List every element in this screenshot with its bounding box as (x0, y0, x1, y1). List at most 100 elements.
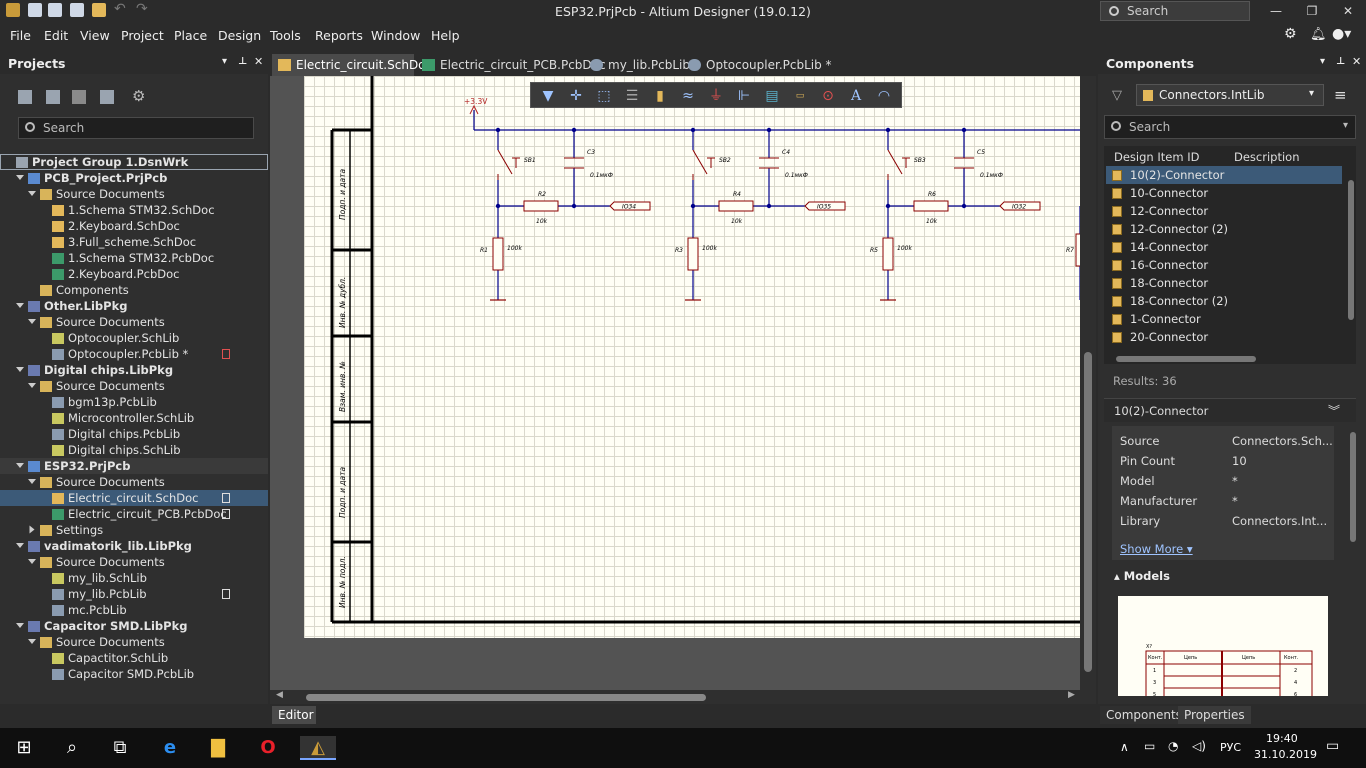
tree-item[interactable]: Source Documents (0, 474, 268, 490)
component-list-item[interactable]: 18-Connector (2) (1106, 292, 1342, 310)
pushbutton-sb3[interactable]: SB3 (887, 149, 926, 180)
collapse-arrow-icon[interactable] (16, 303, 24, 308)
tree-item[interactable]: 1.Schema STM32.SchDoc (0, 202, 268, 218)
collapse-arrow-icon[interactable] (28, 191, 36, 196)
place-port-icon[interactable]: ▭ (795, 91, 805, 101)
column-header-design-item-id[interactable]: Design Item ID (1114, 150, 1200, 164)
tab-electric-circuit-schdoc[interactable]: Electric_circuit.SchDoc (272, 54, 432, 76)
tree-item[interactable]: 1.Schema STM32.PcbDoc (0, 250, 268, 266)
place-harness-icon[interactable]: ⊩ (737, 88, 751, 104)
net-port-io32[interactable]: IO32 (999, 201, 1041, 211)
save-project-icon[interactable] (18, 90, 32, 104)
chevron-down-icon[interactable]: ▾ (1343, 120, 1349, 131)
collapse-arrow-icon[interactable] (28, 559, 36, 564)
projects-search-input[interactable]: Search (18, 117, 254, 139)
power-port-3v3[interactable]: +3.3V (464, 97, 488, 130)
tree-item[interactable]: ESP32.PrjPcb (0, 458, 268, 474)
component-detail-header[interactable]: 10(2)-Connector ︾ (1104, 398, 1356, 422)
panel-pin-icon[interactable]: ⊥ (1336, 56, 1346, 67)
show-more-link[interactable]: Show More ▾ (1120, 542, 1193, 556)
menu-place[interactable]: Place (174, 28, 208, 43)
network-icon[interactable]: ▭ (1144, 739, 1156, 753)
collapse-arrow-icon[interactable] (16, 463, 24, 468)
move-icon[interactable]: ✛ (570, 88, 582, 104)
tree-item[interactable]: Digital chips.PcbLib (0, 426, 268, 442)
minimize-button[interactable]: — (1270, 4, 1282, 18)
tree-item[interactable]: 2.Keyboard.PcbDoc (0, 266, 268, 282)
tree-item[interactable]: Digital chips.LibPkg (0, 362, 268, 378)
new-icon[interactable] (70, 3, 84, 17)
panel-menu-icon[interactable]: ▾ (1320, 56, 1326, 67)
redo-icon[interactable]: ↷ (136, 1, 148, 17)
tab-properties[interactable]: Properties (1178, 706, 1251, 724)
panel-menu-icon[interactable]: ▾ (222, 56, 228, 67)
project-options-icon[interactable] (72, 90, 86, 104)
scroll-left-icon[interactable]: ◀ (276, 690, 283, 700)
tree-item[interactable]: Digital chips.SchLib (0, 442, 268, 458)
capacitor-c3[interactable]: C30.1мкФ (564, 149, 613, 179)
undo-icon[interactable]: ↶ (114, 1, 126, 17)
menu-view[interactable]: View (80, 28, 110, 43)
menu-reports[interactable]: Reports (315, 28, 363, 43)
hamburger-menu-icon[interactable]: ≡ (1334, 86, 1347, 104)
collapse-arrow-icon[interactable] (16, 367, 24, 372)
windows-start-icon[interactable]: ⊞ (16, 737, 32, 758)
settings-gear-icon[interactable]: ⚙ (1284, 26, 1297, 42)
component-list-item[interactable]: 12-Connector (1106, 202, 1342, 220)
place-part-icon[interactable]: ▮ (656, 88, 664, 104)
filter-icon[interactable]: ▽ (1112, 88, 1122, 103)
tree-item[interactable]: Components (0, 282, 268, 298)
tab-my-lib-pcblib[interactable]: my_lib.PcbLib (584, 54, 690, 76)
notification-center-icon[interactable]: ▭ (1326, 738, 1340, 754)
tree-item[interactable]: Other.LibPkg (0, 298, 268, 314)
column-header-description[interactable]: Description (1234, 150, 1300, 164)
tree-item[interactable]: Source Documents (0, 314, 268, 330)
clock-time[interactable]: 19:40 (1266, 732, 1298, 745)
menu-help[interactable]: Help (431, 28, 460, 43)
align-icon[interactable]: ☰ (625, 88, 639, 104)
menu-project[interactable]: Project (121, 28, 164, 43)
global-search-input[interactable]: Search (1100, 1, 1250, 21)
place-directive-icon[interactable]: ⊙ (822, 88, 834, 104)
tree-item[interactable]: Electric_circuit_PCB.PcbDoc (0, 506, 268, 522)
place-wire-icon[interactable]: ≈ (682, 88, 694, 104)
menu-edit[interactable]: Edit (44, 28, 69, 43)
editor-tab[interactable]: Editor (272, 706, 316, 724)
capacitor-c5[interactable]: C50.1мкФ (954, 149, 1003, 179)
components-list-vscroll[interactable] (1348, 180, 1354, 320)
component-list-item[interactable]: 20-Connector (1106, 328, 1342, 346)
component-list-item[interactable]: 14-Connector (1106, 238, 1342, 256)
tree-item[interactable]: 3.Full_scheme.SchDoc (0, 234, 268, 250)
tree-item[interactable]: 2.Keyboard.SchDoc (0, 218, 268, 234)
vertical-scroll-thumb[interactable] (1084, 352, 1092, 672)
restore-button[interactable]: ❐ (1306, 4, 1318, 18)
resistor-r7-partial[interactable]: R7 (1066, 206, 1080, 300)
tree-item[interactable]: Microcontroller.SchLib (0, 410, 268, 426)
tray-chevron-icon[interactable]: ∧ (1120, 740, 1129, 754)
tree-item[interactable]: my_lib.PcbLib (0, 586, 268, 602)
tree-item[interactable]: Source Documents (0, 634, 268, 650)
collapse-arrow-icon[interactable] (16, 175, 24, 180)
net-port-io35[interactable]: IO35 (804, 201, 846, 211)
save-all-projects-icon[interactable] (46, 90, 60, 104)
collapse-arrow-icon[interactable] (16, 623, 24, 628)
collapse-arrow-icon[interactable] (16, 543, 24, 548)
tree-item[interactable]: Capacitor SMD.PcbLib (0, 666, 268, 682)
search-icon[interactable]: ⌕ (66, 737, 78, 758)
schematic-editor[interactable]: Подп. и дата Инв. № дубл. Взам. инв. № П… (270, 76, 1096, 690)
detail-vscroll[interactable] (1350, 432, 1356, 542)
tree-item[interactable]: vadimatorik_lib.LibPkg (0, 538, 268, 554)
tree-item[interactable]: bgm13p.PcbLib (0, 394, 268, 410)
tab-electric-circuit-pcbdoc[interactable]: Electric_circuit_PCB.PcbDoc (416, 54, 606, 76)
schematic-sheet[interactable]: Подп. и дата Инв. № дубл. Взам. инв. № П… (304, 76, 1080, 638)
menu-tools[interactable]: Tools (270, 28, 301, 43)
close-button[interactable]: ✕ (1342, 4, 1354, 18)
opera-browser-icon[interactable]: O (260, 737, 276, 758)
capacitor-c4[interactable]: C40.1мкФ (759, 149, 808, 179)
collapse-arrow-icon[interactable] (28, 639, 36, 644)
tree-item[interactable]: Optocoupler.PcbLib * (0, 346, 268, 362)
